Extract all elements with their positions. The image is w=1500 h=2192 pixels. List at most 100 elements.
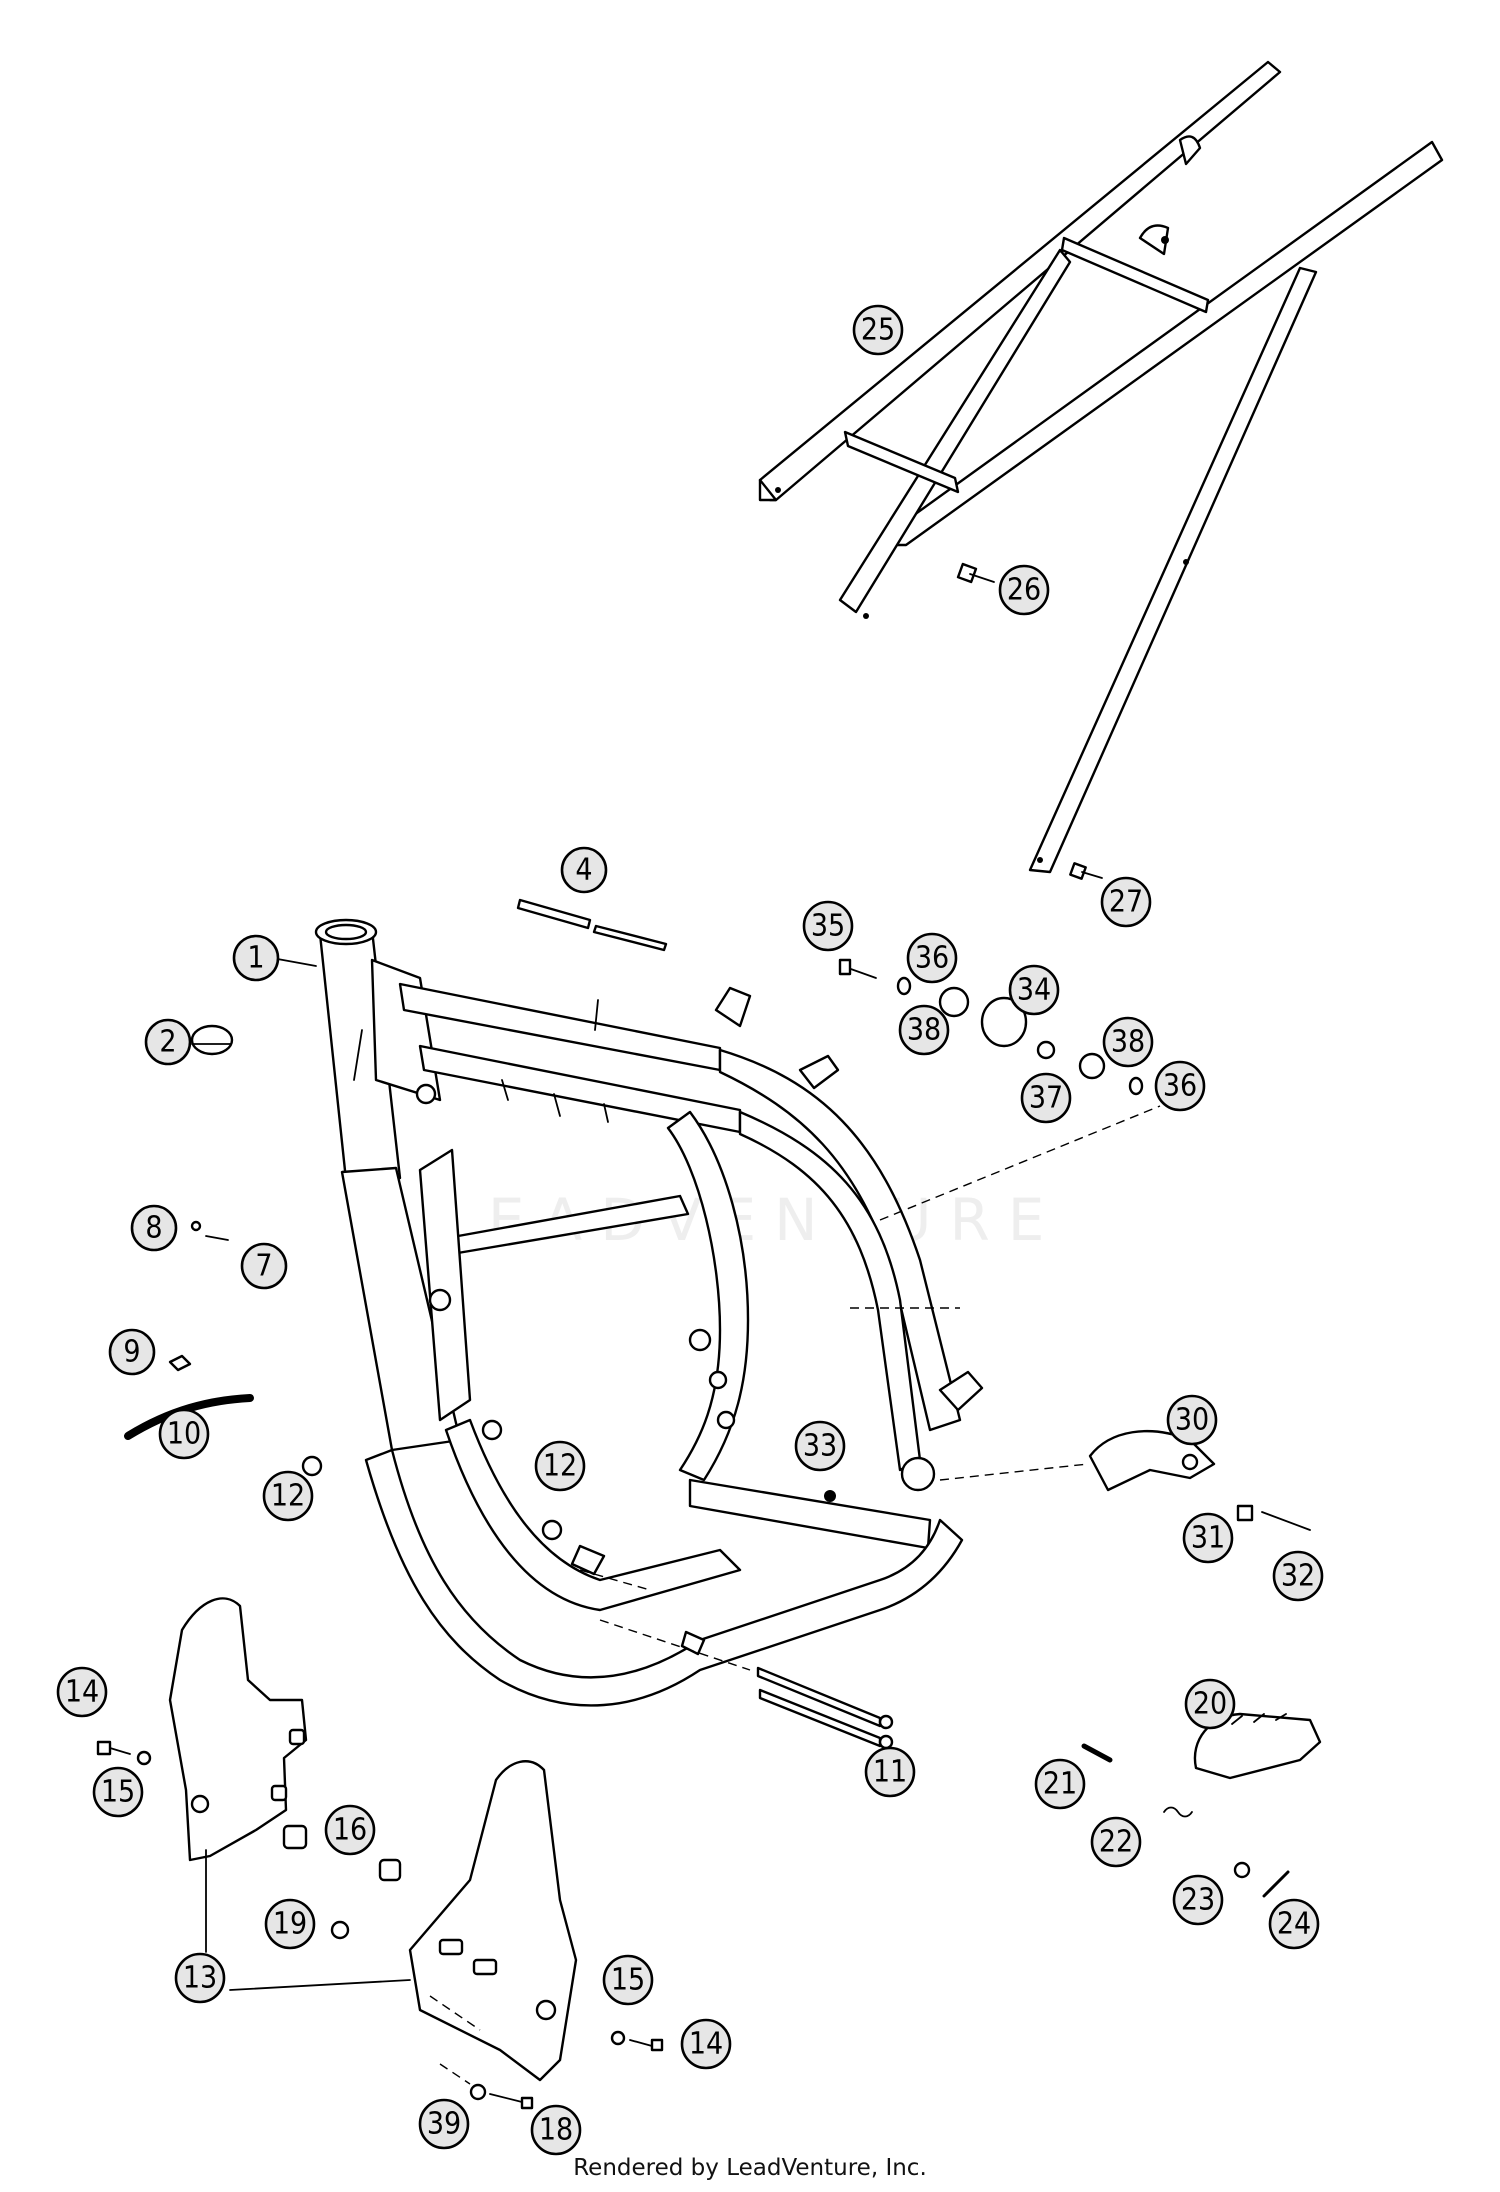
callout-14-left: 14 (56, 1666, 108, 1718)
callout-2: 2 (144, 1018, 192, 1066)
svg-text:31: 31 (1191, 1521, 1225, 1556)
svg-text:1: 1 (247, 941, 264, 976)
svg-text:15: 15 (611, 1963, 645, 1998)
callout-16: 16 (324, 1804, 376, 1856)
hardware-bottom (469, 2083, 534, 2110)
callout-4: 4 (560, 846, 608, 894)
callout-34: 34 (1008, 964, 1060, 1016)
svg-text:22: 22 (1099, 1825, 1133, 1860)
callout-1: 1 (232, 934, 280, 982)
svg-text:39: 39 (427, 2107, 461, 2142)
pin-21 (1081, 1743, 1113, 1763)
cotter-24 (1262, 1870, 1290, 1898)
callout-36-right: 36 (1154, 1060, 1206, 1112)
svg-text:9: 9 (123, 1335, 140, 1370)
svg-text:25: 25 (861, 313, 895, 348)
callout-12-center: 12 (534, 1440, 586, 1492)
svg-text:20: 20 (1193, 1687, 1227, 1722)
callout-36-top: 36 (906, 932, 958, 984)
svg-text:18: 18 (539, 2113, 573, 2148)
svg-text:26: 26 (1007, 573, 1041, 608)
callout-18: 18 (530, 2104, 582, 2156)
cap-2 (190, 1024, 234, 1056)
decal-4a (516, 898, 592, 930)
callout-15-left: 15 (92, 1766, 144, 1818)
callout-30: 30 (1166, 1394, 1218, 1446)
svg-text:2: 2 (159, 1025, 176, 1060)
svg-text:33: 33 (803, 1429, 837, 1464)
bolt-27 (1069, 862, 1103, 880)
callout-31: 31 (1182, 1512, 1234, 1564)
svg-text:36: 36 (915, 941, 949, 976)
svg-text:23: 23 (1181, 1883, 1215, 1918)
callout-22: 22 (1090, 1816, 1142, 1868)
svg-text:7: 7 (255, 1249, 272, 1284)
svg-text:12: 12 (543, 1449, 577, 1484)
footer-credit: Rendered by LeadVenture, Inc. (573, 2155, 927, 2181)
svg-text:38: 38 (907, 1013, 941, 1048)
spacer-upper (378, 1858, 402, 1882)
callout-32: 32 (1272, 1550, 1324, 1602)
callout-35: 35 (802, 900, 854, 952)
leader-lines (191, 957, 1161, 2085)
callout-10: 10 (158, 1408, 210, 1460)
svg-text:30: 30 (1175, 1403, 1209, 1438)
svg-text:14: 14 (65, 1675, 99, 1710)
frame-guard-right (408, 1760, 578, 2082)
callout-8: 8 (130, 1204, 178, 1252)
svg-text:36: 36 (1163, 1069, 1197, 1104)
svg-text:16: 16 (333, 1813, 367, 1848)
callout-9: 9 (108, 1328, 156, 1376)
svg-text:34: 34 (1017, 973, 1051, 1008)
callout-14-right: 14 (680, 2018, 732, 2070)
callout-37: 37 (1020, 1072, 1072, 1124)
svg-text:11: 11 (873, 1755, 907, 1790)
callout-38-right: 38 (1102, 1016, 1154, 1068)
bolt-26 (956, 562, 995, 584)
svg-text:14: 14 (689, 2027, 723, 2062)
svg-text:27: 27 (1109, 885, 1143, 920)
svg-text:32: 32 (1281, 1559, 1315, 1594)
callout-12-left: 12 (262, 1470, 314, 1522)
hardware-left (96, 1740, 152, 1766)
svg-text:4: 4 (575, 853, 592, 888)
callout-39: 39 (418, 2098, 470, 2150)
svg-text:24: 24 (1277, 1907, 1311, 1942)
svg-text:8: 8 (145, 1211, 162, 1246)
screw-19 (330, 1920, 350, 1940)
callout-27: 27 (1100, 876, 1152, 928)
callout-23: 23 (1172, 1874, 1224, 1926)
svg-text:38: 38 (1111, 1025, 1145, 1060)
bolt-32 (1261, 1511, 1311, 1531)
callout-13-left: 13 (174, 1952, 226, 2004)
spring-22 (1163, 1806, 1193, 1818)
svg-text:21: 21 (1043, 1767, 1077, 1802)
callout-33: 33 (794, 1420, 846, 1472)
frame-guard-left (168, 1597, 308, 1862)
washer-23 (1233, 1861, 1251, 1879)
callout-7: 7 (240, 1242, 288, 1290)
decal-4b (592, 924, 668, 952)
callout-20: 20 (1184, 1678, 1236, 1730)
svg-text:37: 37 (1029, 1081, 1063, 1116)
svg-text:19: 19 (273, 1907, 307, 1942)
subframe (758, 60, 1444, 874)
hardware-right (610, 2030, 664, 2052)
callout-26: 26 (998, 564, 1050, 616)
bracket-30 (1088, 1429, 1216, 1492)
callout-24: 24 (1268, 1898, 1320, 1950)
callout-11: 11 (864, 1746, 916, 1798)
callout-38-left: 38 (898, 1004, 950, 1056)
svg-text:15: 15 (101, 1775, 135, 1810)
bushing-31 (1236, 1504, 1254, 1522)
shock-hardware (838, 958, 1144, 1096)
svg-text:13: 13 (183, 1961, 217, 1996)
callout-19: 19 (264, 1898, 316, 1950)
callout-25: 25 (852, 304, 904, 356)
svg-text:10: 10 (167, 1417, 201, 1452)
main-frame (314, 918, 984, 1707)
svg-text:12: 12 (271, 1479, 305, 1514)
svg-text:35: 35 (811, 909, 845, 944)
callout-21: 21 (1034, 1758, 1086, 1810)
